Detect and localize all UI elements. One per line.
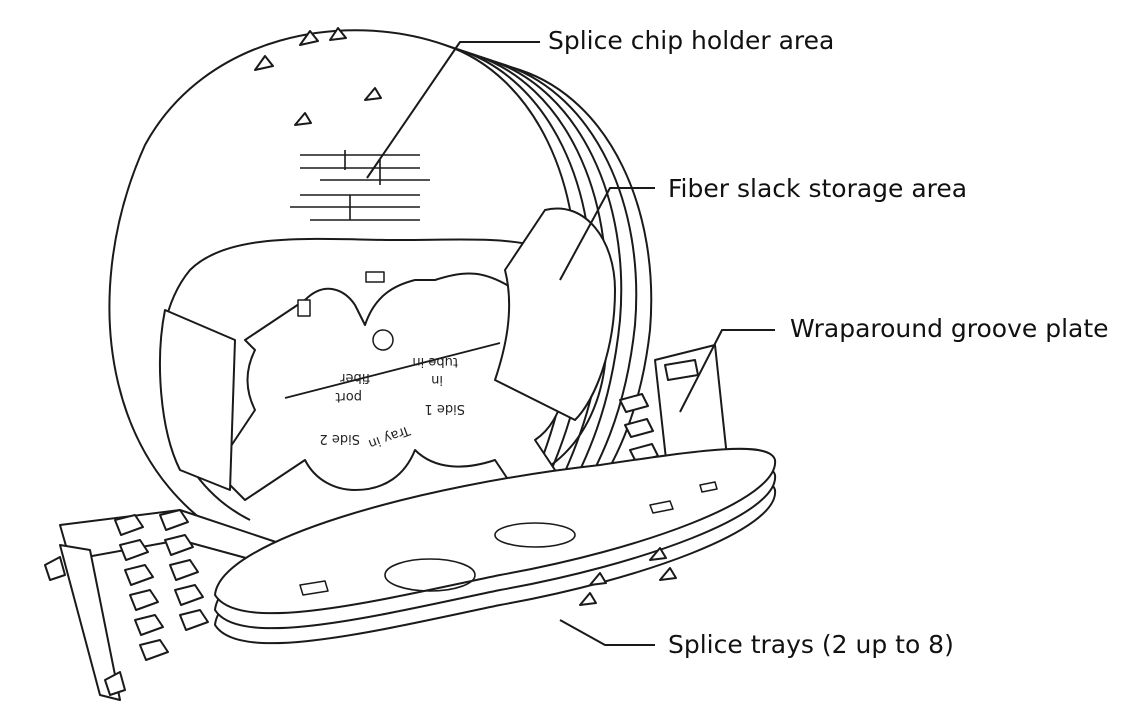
slack-storage-area (494, 207, 616, 421)
leader-wraparound (679, 329, 775, 413)
marking-port: port (335, 389, 362, 404)
horizontal-tray-stack (214, 447, 777, 645)
label-wraparound-groove-plate: Wraparound groove plate (790, 314, 1109, 343)
label-splice-trays: Splice trays (2 up to 8) (668, 630, 954, 659)
leader-splice-chip (366, 41, 540, 179)
marking-in: in (431, 372, 443, 387)
leader-fiber-slack (559, 187, 655, 281)
marking-side-2: Side 2 (319, 431, 360, 446)
marking-tube-in: tube in (412, 354, 458, 369)
leader-lines (366, 41, 775, 646)
fiber-spool (214, 249, 586, 521)
marking-fiber: fiber (340, 370, 370, 385)
label-splice-chip-holder: Splice chip holder area (548, 26, 835, 55)
top-horizontal-tray (214, 447, 777, 615)
marking-side-1: Side 1 (424, 401, 465, 416)
label-fiber-slack-storage: Fiber slack storage area (668, 174, 968, 203)
leader-splice-trays (559, 619, 655, 646)
